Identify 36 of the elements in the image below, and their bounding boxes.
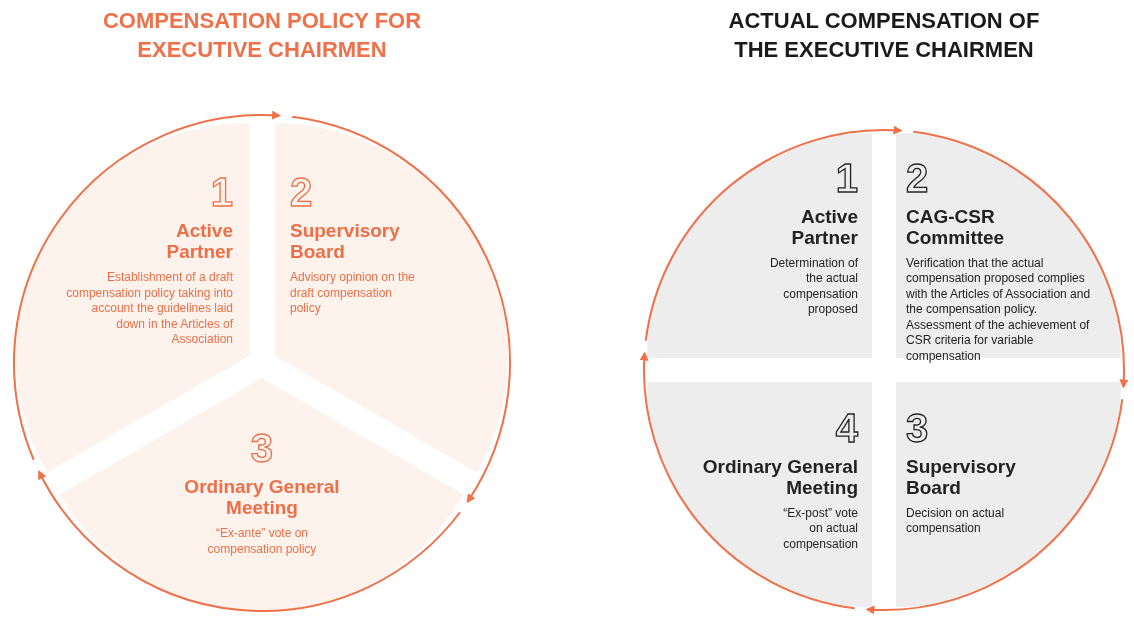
diagram-heading: ACTUAL COMPENSATION OF THE EXECUTIVE CHAIRMEN (727, 7, 1041, 64)
pie-sector (646, 382, 872, 607)
step-number: 3 (906, 408, 929, 448)
step-number: 2 (290, 172, 313, 212)
step-number: 3 (250, 428, 274, 468)
step-number: 1 (210, 172, 233, 212)
pie-sector (60, 378, 464, 611)
step-title: Ordinary General Meeting (701, 456, 858, 498)
step-description: Verification that the actual compensation proposed complies with the Articles of Association and the compensation policy. Assessment of the achievement of CSR criteria for variable compensation (906, 256, 1091, 365)
step-title: Active Partner (165, 220, 233, 262)
step-number: 1 (835, 158, 858, 198)
cycle-arrow (912, 130, 1128, 389)
step-description: “Ex-post” vote on actual compensation (782, 506, 858, 553)
step-description: Establishment of a draft compensation policy taking into account the guidelines laid down in the Articles of Association (65, 270, 233, 348)
step-title: CAG-CSR Committee (906, 206, 1006, 248)
cycle-arrow (13, 111, 282, 461)
pie-sector (275, 122, 508, 472)
pie-sector (16, 122, 249, 472)
step-number: 2 (906, 158, 929, 198)
step-description: “Ex-ante” vote on compensation policy (206, 526, 318, 557)
step-title: Supervisory Board (290, 220, 401, 262)
diagram-heading: COMPENSATION POLICY FOR EXECUTIVE CHAIRMEN (101, 7, 423, 64)
step-description: Determination of the actual compensation proposed (768, 256, 858, 318)
step-description: Advisory opinion on the draft compensation policy (290, 270, 416, 317)
cycle-arrow (644, 126, 903, 342)
cycle-arrow (38, 470, 462, 612)
pie-sector (646, 132, 872, 358)
cycle-arrow (865, 398, 1124, 614)
pie-sector (896, 382, 1121, 607)
cycle-arrow (291, 115, 511, 504)
cycle-arrow (640, 351, 856, 610)
step-description: Decision on actual compensation (906, 506, 1006, 537)
step-title: Active Partner (790, 206, 858, 248)
step-title: Ordinary General Meeting (183, 476, 341, 518)
step-title: Supervisory Board (906, 456, 1017, 498)
step-number: 4 (835, 408, 858, 448)
